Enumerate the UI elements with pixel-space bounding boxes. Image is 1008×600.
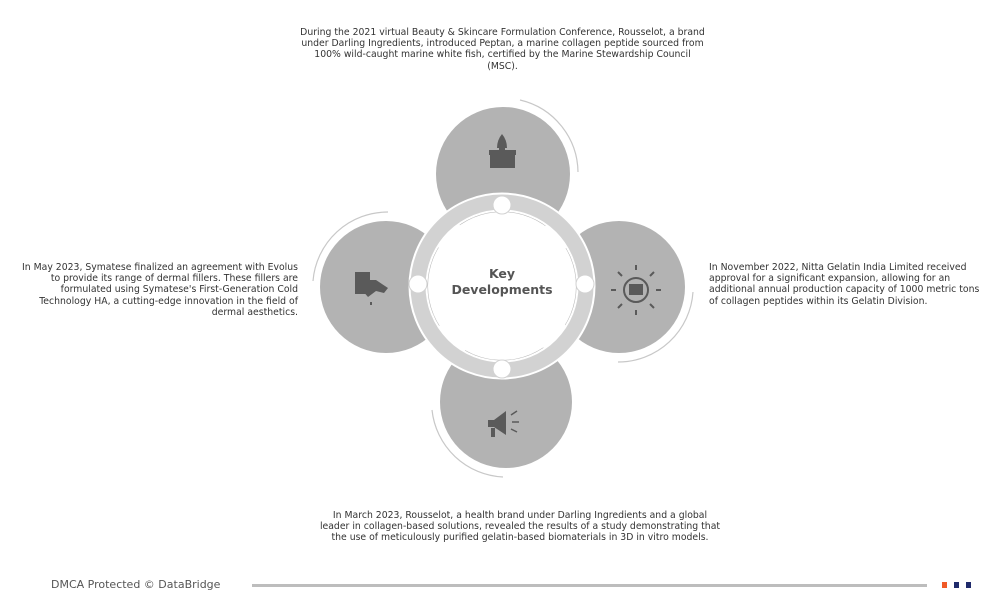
arc-bottom xyxy=(431,409,504,478)
connector-dot-left xyxy=(408,274,428,294)
arc-right xyxy=(617,291,694,363)
connector-dot-top xyxy=(492,195,512,215)
connector-dot-bottom xyxy=(492,359,512,379)
development-top-text: During the 2021 virtual Beauty & Skincar… xyxy=(300,27,705,72)
connector-dot-right xyxy=(575,274,595,294)
center-title: Key Developments xyxy=(432,266,572,298)
megaphone-icon xyxy=(488,410,519,437)
product-launch-icon xyxy=(489,134,516,168)
footer-square-navy-1 xyxy=(954,582,959,588)
footer-divider xyxy=(252,584,927,587)
expansion-icon xyxy=(611,265,661,315)
center-title-line2: Developments xyxy=(451,282,553,297)
development-left-text: In May 2023, Symatese finalized an agree… xyxy=(22,262,298,318)
center-title-line1: Key xyxy=(488,266,516,281)
center-disc xyxy=(428,212,576,360)
footer-copyright: DMCA Protected © DataBridge xyxy=(51,578,221,591)
arc-top xyxy=(519,99,579,173)
footer-square-navy-2 xyxy=(966,582,971,588)
arc-left xyxy=(312,211,389,282)
agreement-icon xyxy=(355,272,388,305)
development-bottom-text: In March 2023, Rousselot, a health brand… xyxy=(319,510,721,544)
footer-square-orange xyxy=(942,582,947,588)
development-right-text: In November 2022, Nitta Gelatin India Li… xyxy=(709,262,980,307)
